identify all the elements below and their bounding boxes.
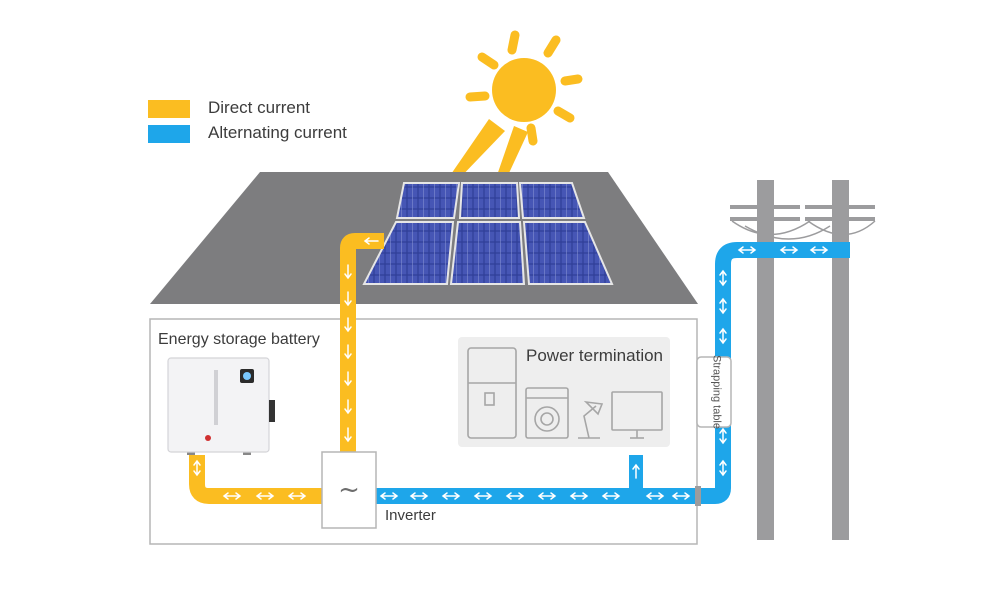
power-termination-panel (458, 337, 670, 447)
legend-dc-label: Direct current (208, 98, 311, 117)
power-termination-label: Power termination (526, 346, 664, 365)
wall-connector (695, 486, 701, 506)
washing-machine-icon (525, 387, 569, 439)
legend-dc-swatch (148, 100, 190, 118)
monitor-icon (611, 391, 663, 439)
inverter-symbol: ~ (338, 475, 360, 505)
desk-lamp-icon (578, 400, 604, 439)
strapping-table-label: Strapping table (710, 355, 723, 429)
dc-current-path (189, 233, 384, 504)
battery-label: Energy storage battery (158, 331, 320, 348)
solar-panel-icon (362, 182, 614, 285)
refrigerator-icon (467, 347, 517, 439)
strapping-table-box (696, 356, 732, 428)
inverter-label: Inverter (385, 507, 436, 524)
legend-ac-swatch (148, 125, 190, 143)
battery-icon (167, 357, 275, 455)
inverter-box (321, 451, 377, 529)
utility-pole-icon (730, 180, 876, 540)
legend-ac-label: Alternating current (208, 123, 347, 142)
sun-icon (447, 30, 583, 186)
